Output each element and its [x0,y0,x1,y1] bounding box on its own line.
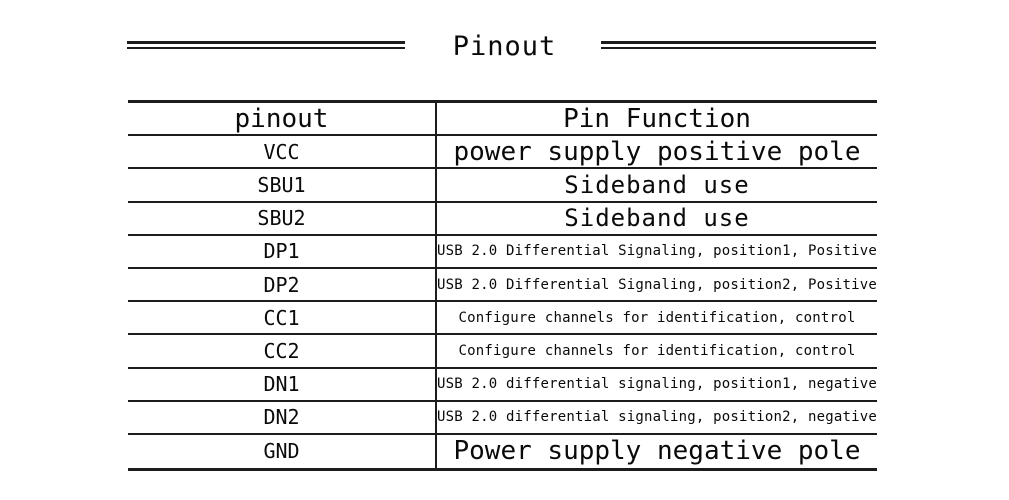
pin-name-cell: DP2 [128,268,437,301]
pin-name-cell: SBU1 [128,169,437,201]
pin-function-cell: Configure channels for identification, c… [458,309,856,326]
page-title: Pinout [452,31,557,62]
pin-function-cell: USB 2.0 Differential Signaling, position… [437,276,877,293]
table-row: DP2 USB 2.0 Differential Signaling, posi… [128,268,877,303]
table-row: CC2 Configure channels for identificatio… [128,335,877,369]
pin-name-cell: CC1 [128,302,437,334]
pin-name-cell: VCC [128,136,437,168]
table-row: GND Power supply negative pole [128,434,877,469]
pinout-table: pinout Pin Function VCC power supply pos… [128,100,877,472]
pin-name-cell: DN1 [128,368,437,400]
pin-function-cell: Configure channels for identification, c… [458,342,856,359]
title-decorative-line-right [601,41,876,49]
pin-name-cell: DP1 [128,235,437,267]
table-header-row: pinout Pin Function [128,103,877,137]
table-row: DP1 USB 2.0 Differential Signaling, posi… [128,235,877,269]
pin-name-cell: CC2 [128,335,437,367]
pin-function-cell: USB 2.0 differential signaling, position… [437,376,877,393]
pin-name-cell: SBU2 [128,202,437,234]
table-row: CC1 Configure channels for identificatio… [128,302,877,336]
header-pin-function: Pin Function [563,103,751,134]
table-row: DN2 USB 2.0 differential signaling, posi… [128,401,877,435]
table-row: VCC power supply positive pole [128,136,877,170]
table-row: DN1 USB 2.0 differential signaling, posi… [128,368,877,402]
pin-function-cell: power supply positive pole [453,136,861,167]
pin-function-cell: Power supply negative pole [453,436,861,467]
pin-function-cell: USB 2.0 Differential Signaling, position… [437,243,877,260]
pin-function-cell: Sideband use [564,170,750,199]
pin-name-cell: DN2 [128,401,437,433]
header-pinout: pinout [128,103,437,135]
title-decorative-line-left [127,41,405,49]
table-row: SBU1 Sideband use [128,169,877,203]
pin-function-cell: USB 2.0 differential signaling, position… [437,409,877,426]
pin-function-cell: Sideband use [564,204,750,233]
pin-name-cell: GND [128,434,437,469]
table-row: SBU2 Sideband use [128,202,877,236]
